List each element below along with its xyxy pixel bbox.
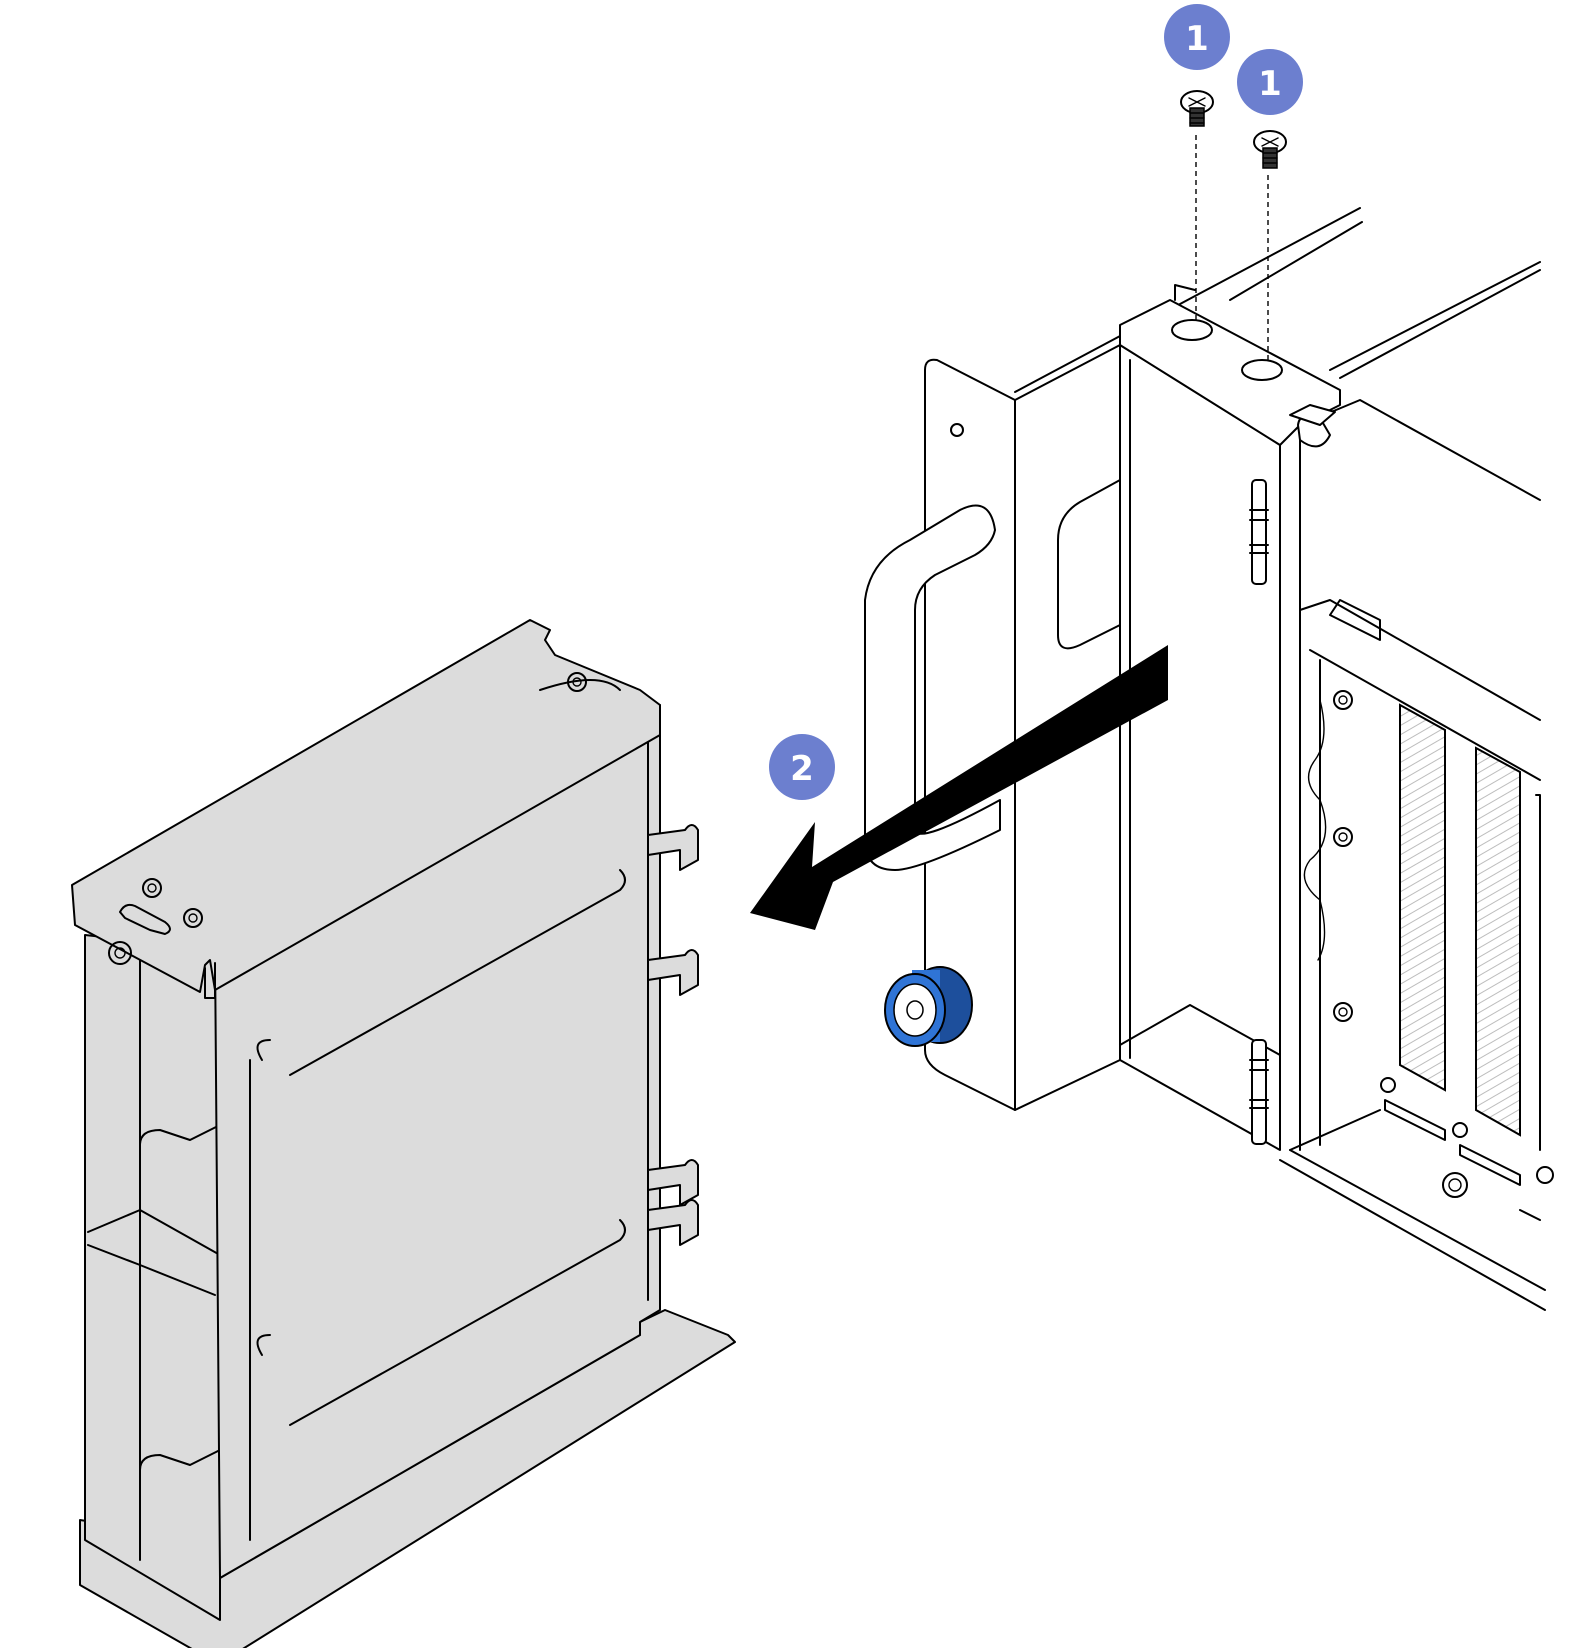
screw-left: [1180, 90, 1214, 127]
server-chassis: [1014, 207, 1554, 1311]
svg-text:1: 1: [1185, 19, 1209, 59]
callout-step-1a: 1: [1164, 4, 1230, 70]
svg-text:2: 2: [790, 749, 814, 789]
removed-bracket: [71, 619, 736, 1648]
callout-step-2: 2: [769, 734, 835, 800]
screw-icon: [1180, 90, 1287, 362]
thumbscrew-icon: [884, 966, 973, 1047]
svg-text:1: 1: [1258, 64, 1282, 104]
screw-right: [1253, 130, 1287, 169]
callout-step-1b: 1: [1237, 49, 1303, 115]
removal-arrow-icon: [750, 645, 1168, 930]
